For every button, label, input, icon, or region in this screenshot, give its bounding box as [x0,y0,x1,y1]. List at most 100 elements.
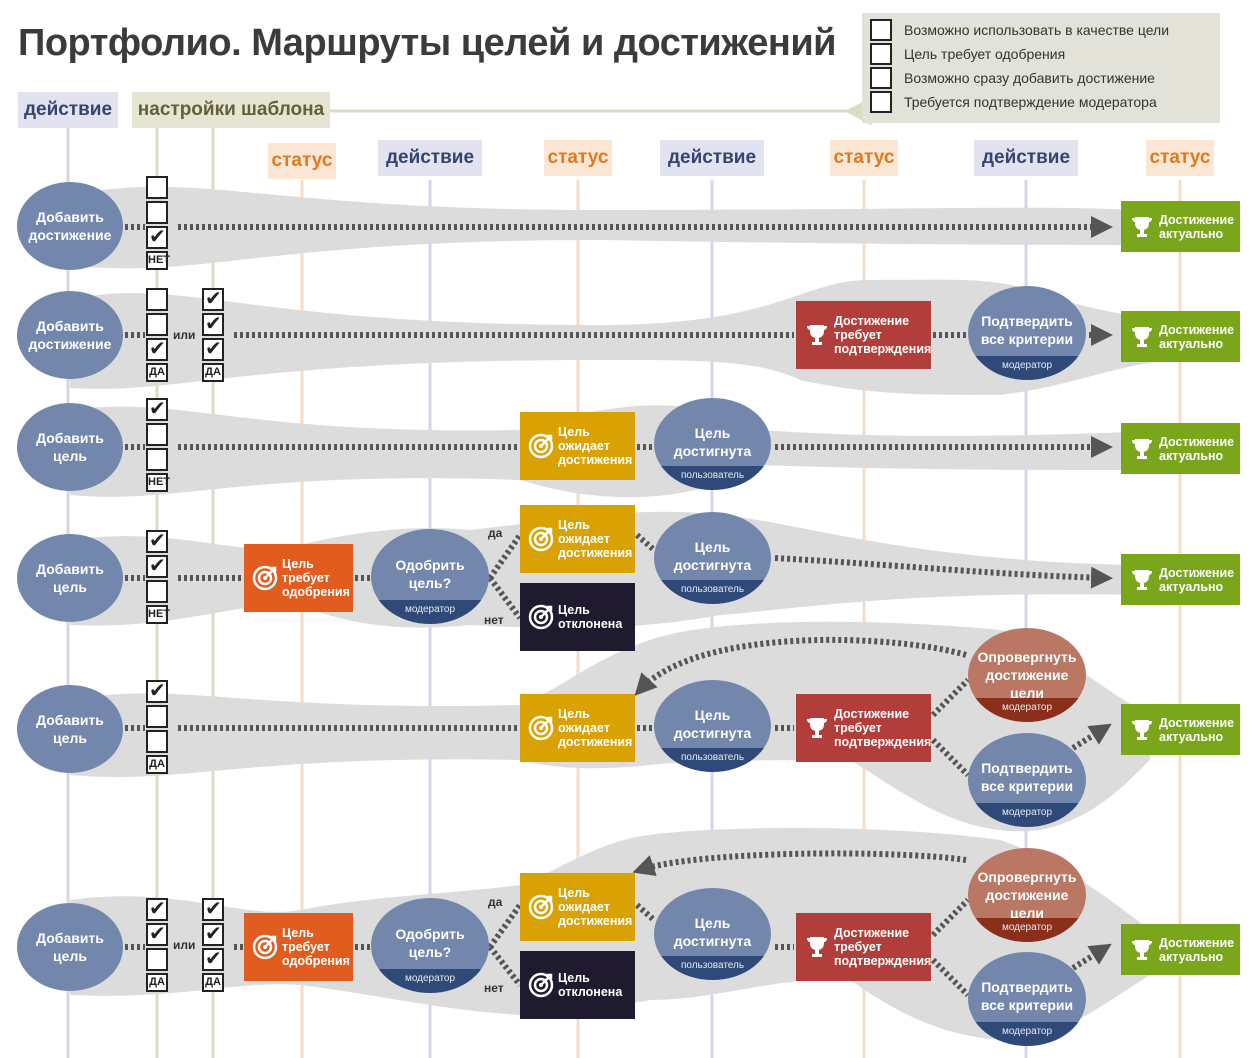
status-achievement-needs-confirmation: Достижение требует подтверждения [796,913,931,981]
template-checkboxes: НЕТ [146,176,170,270]
status-goal-needs-approval: Цель требует одобрения [244,913,353,981]
add-goal-node: Добавить цель [17,685,123,773]
template-checkboxes: ДА [202,286,224,382]
header-template: настройки шаблона [132,92,330,128]
header-action: действие [974,140,1078,176]
legend-label: Цель требует одобрения [904,46,1066,62]
trophy-icon [807,937,827,957]
status-goal-awaits: Цель ожидает достижения [520,505,635,573]
checkbox-label: ДА [202,363,224,382]
no-label: нет [484,981,504,995]
template-checkboxes: НЕТ [146,396,170,492]
or-label: или [173,328,196,342]
page-title: Портфолио. Маршруты целей и достижений [18,22,837,64]
add-goal-node: Добавить цель [17,403,123,491]
checkbox-label: ДА [146,973,168,992]
checkbox [146,313,168,336]
template-checkboxes: ДА [146,896,168,992]
trophy-icon [807,718,827,738]
status-achievement-needs-confirmation: Достижение требует подтверждения [796,694,931,762]
checkbox [146,448,168,471]
trophy-icon [807,325,827,345]
checkbox-label: ДА [146,755,168,774]
checkbox [146,580,168,603]
checkbox-checked [202,336,224,361]
trophy-icon [1132,216,1152,237]
checkbox-checked [146,553,168,578]
trophy-icon [1132,326,1152,347]
checkbox [146,288,168,311]
checkbox-checked [146,678,168,703]
legend-checkbox [870,19,892,41]
header-status: статус [830,140,898,176]
flow-arrows [125,216,1113,998]
checkbox-label: НЕТ [146,605,170,624]
yes-label: да [488,895,503,909]
header-status: статус [544,140,612,176]
status-goal-needs-approval: Цель требует одобрения [244,544,353,612]
trophy-icon [1132,939,1152,960]
header-status: статус [1146,140,1214,176]
checkbox [146,201,168,224]
template-checkboxes: НЕТ [146,528,170,624]
add-goal-node: Добавить цель [17,534,123,622]
header-action: действие [660,140,764,176]
header-action: действие [18,92,118,128]
legend-checkbox [870,43,892,65]
status-goal-rejected: Цель отклонена [520,583,635,651]
legend-checkbox [870,91,892,113]
status-achievement-actual: Достижение актуально [1121,423,1240,474]
checkbox [146,948,168,971]
legend-item: Требуется подтверждение модератора [870,91,1215,115]
target-icon [528,526,554,552]
checkbox-checked [146,896,168,921]
status-achievement-actual: Достижение актуально [1121,201,1240,252]
trophy-icon [1132,438,1152,459]
checkbox [146,176,168,199]
template-checkboxes: ДА [146,288,168,382]
checkbox [146,705,168,728]
checkbox-label: ДА [202,973,224,992]
checkbox-label: НЕТ [146,473,170,492]
status-achievement-actual: Достижение актуально [1121,704,1240,755]
status-achievement-actual: Достижение актуально [1121,554,1240,605]
checkbox-label: ДА [146,363,168,382]
checkbox [146,423,168,446]
or-label: или [173,938,196,952]
no-label: нет [484,613,504,627]
template-checkboxes: ДА [202,896,224,992]
trophy-icon [1132,719,1152,740]
status-goal-awaits: Цель ожидает достижения [520,412,635,480]
template-checkboxes: ДА [146,678,168,774]
legend-item: Возможно использовать в качестве цели [870,19,1215,43]
checkbox-checked [202,896,224,921]
header-action: действие [378,140,482,176]
checkbox-checked [146,528,168,553]
checkbox-checked [146,224,168,249]
target-icon [252,934,278,960]
checkbox-checked [202,946,224,971]
legend-checkbox [870,67,892,89]
legend-label: Требуется подтверждение модератора [904,94,1157,110]
approve-goal-node: Одобрить цель?модератор [371,529,489,624]
legend-label: Возможно сразу добавить достижение [904,70,1155,86]
status-goal-awaits: Цель ожидает достижения [520,694,635,762]
checkbox-checked [146,396,168,421]
add-achievement-node: Добавить достижение [17,291,123,379]
target-icon [528,604,554,630]
target-icon [528,894,554,920]
legend-item: Цель требует одобрения [870,43,1215,67]
status-achievement-needs-confirmation: Достижение требует подтверждения [796,301,931,369]
checkbox [146,730,168,753]
header-status: статус [268,143,336,179]
checkbox-checked [202,286,224,311]
legend-label: Возможно использовать в качестве цели [904,22,1170,38]
